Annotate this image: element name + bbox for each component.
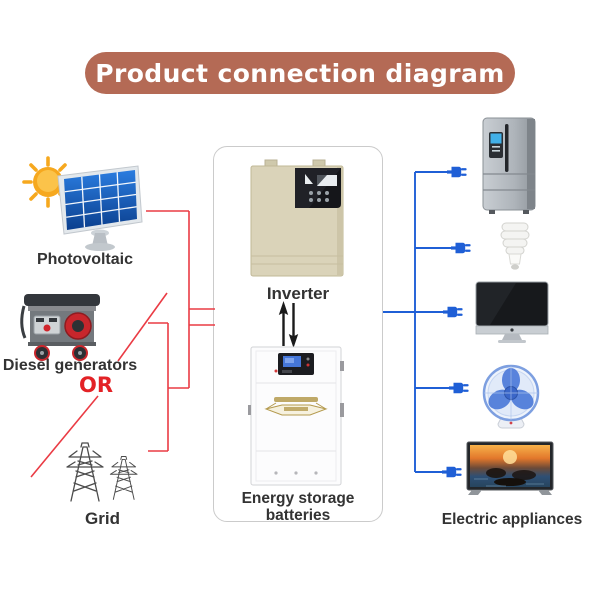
grid-towers-icon bbox=[66, 442, 138, 502]
grid-diagonal-line bbox=[30, 395, 99, 478]
diesel-generator-icon bbox=[20, 294, 100, 361]
inverter-label: Inverter bbox=[266, 284, 330, 303]
grid-line bbox=[148, 322, 189, 452]
or-label: OR bbox=[78, 373, 114, 397]
cfl-bulb-icon bbox=[500, 222, 530, 270]
diesel-line bbox=[117, 292, 168, 362]
photovoltaic-label: Photovoltaic bbox=[36, 251, 133, 268]
inverter-image bbox=[250, 159, 344, 277]
red-connection-lines bbox=[30, 210, 215, 478]
battery-display bbox=[274, 353, 314, 375]
page-title: Product connection diagram bbox=[95, 58, 505, 88]
battery-brand-label bbox=[264, 397, 328, 416]
desk-fan-icon bbox=[482, 364, 540, 429]
energy-storage-batteries-label: Energy storage batteries bbox=[241, 490, 355, 525]
blue-connection-lines bbox=[383, 166, 471, 478]
title-banner: Product connection diagram bbox=[85, 52, 515, 94]
diesel-generators-label: Diesel generators bbox=[2, 357, 138, 374]
transmission-tower-large bbox=[66, 442, 104, 502]
desktop-monitor-icon bbox=[475, 281, 549, 343]
battery-image bbox=[248, 346, 344, 486]
energy-flow-arrows bbox=[278, 301, 299, 348]
tv-icon bbox=[466, 441, 554, 495]
refrigerator-icon bbox=[482, 117, 536, 214]
solar-panel-icon bbox=[57, 165, 143, 251]
inverter-display bbox=[295, 168, 341, 208]
grid-label: Grid bbox=[85, 509, 120, 528]
transmission-tower-small bbox=[109, 455, 138, 500]
electric-appliances-label: Electric appliances bbox=[441, 511, 583, 528]
